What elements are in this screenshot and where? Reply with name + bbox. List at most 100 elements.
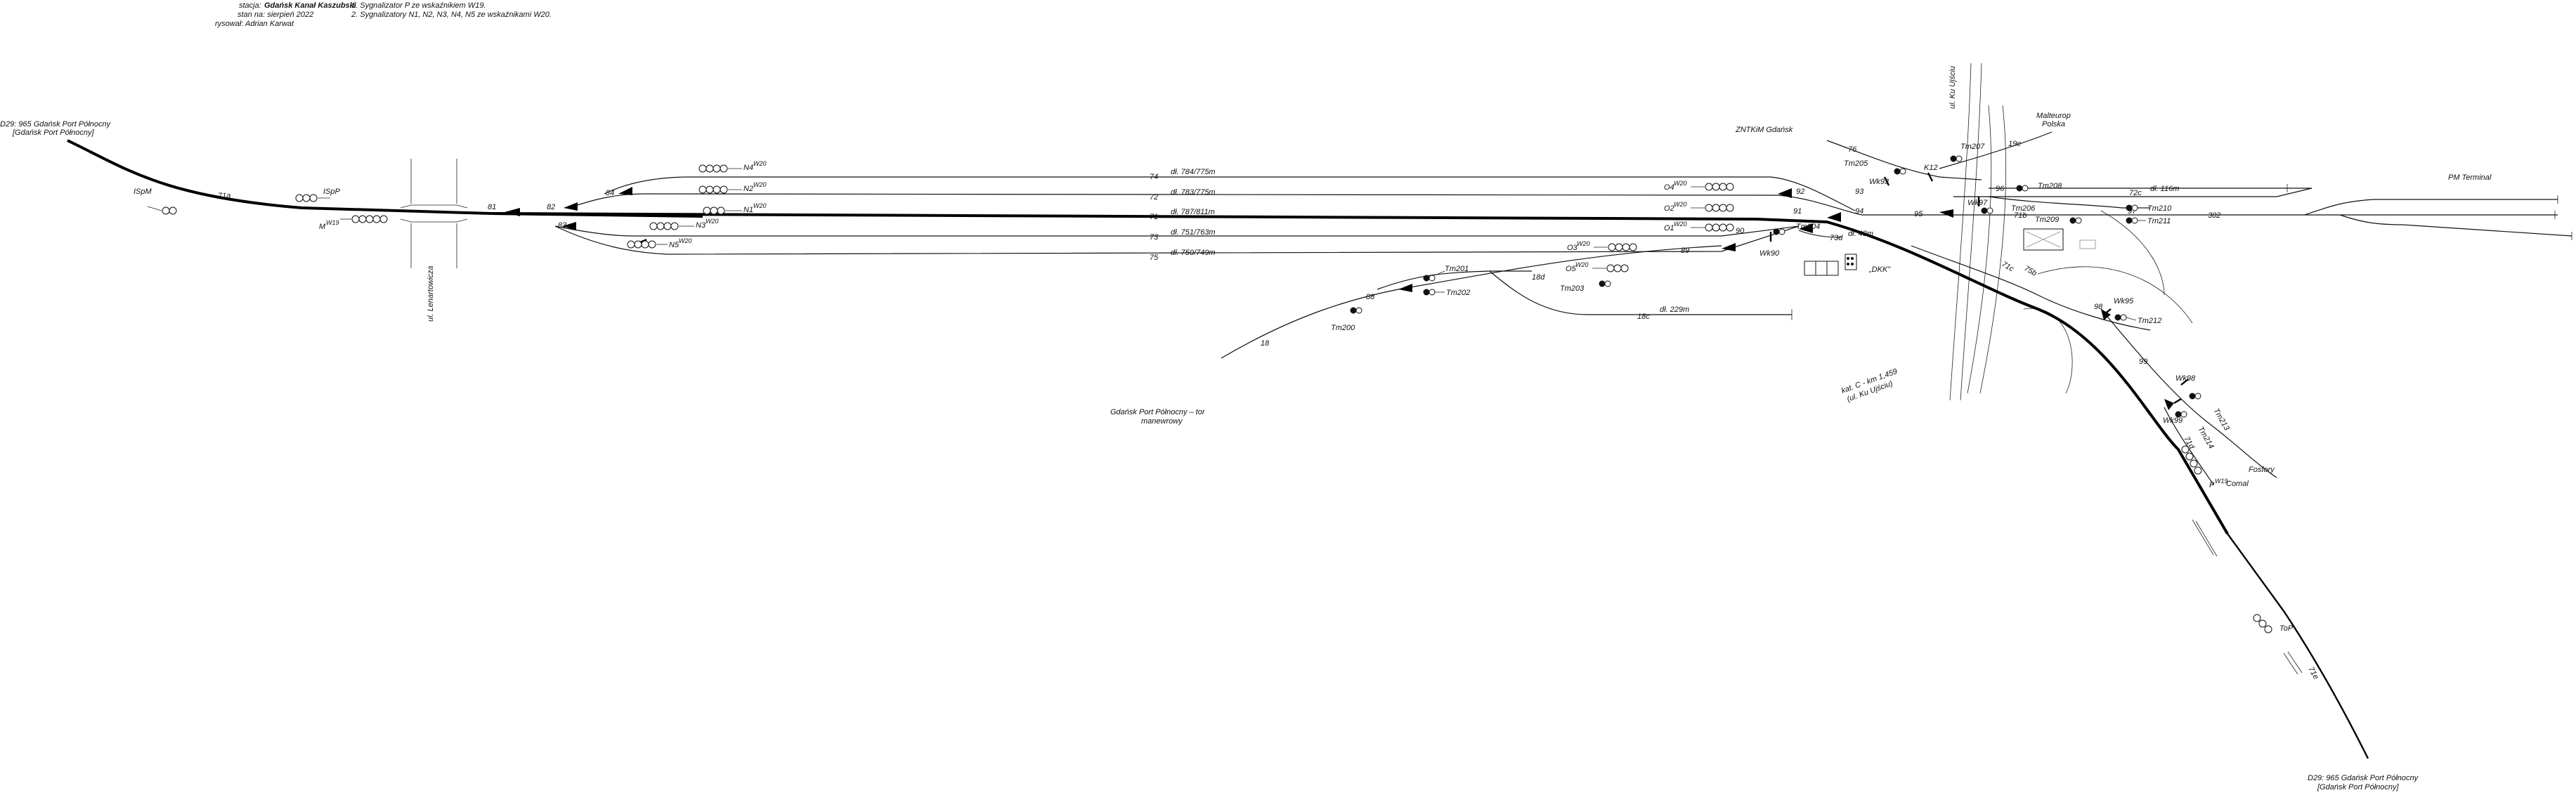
signal-tm211: Tm211 <box>2126 217 2171 225</box>
marker-wk90: Wk90 <box>1759 232 1780 258</box>
road-curve-1 <box>2037 266 2193 324</box>
svg-text:W20: W20 <box>1674 221 1687 228</box>
svg-text:Wk95: Wk95 <box>2114 297 2134 305</box>
label-71a: 71a <box>218 192 230 200</box>
label-18d: 18d <box>1532 273 1545 282</box>
signal-top-label: ToP <box>2279 624 2294 633</box>
svg-text:Tm200: Tm200 <box>1331 324 1355 332</box>
signal-n5: N5 W20 <box>627 237 692 249</box>
switch-98: 98 <box>2094 303 2103 311</box>
note-2: 2. Sygnalizatory N1, N2, N3, N4, N5 ze w… <box>351 11 552 19</box>
svg-text:Tm213: Tm213 <box>2211 407 2231 433</box>
signal-n5-label: N5 <box>669 241 679 249</box>
road-curve-3 <box>2100 210 2165 296</box>
svg-text:W20: W20 <box>1577 240 1590 247</box>
label-71b: 71b <box>2014 211 2027 220</box>
svg-text:Tm211: Tm211 <box>2147 217 2171 225</box>
signal-tm212: Tm212 <box>2114 314 2161 325</box>
label-73d: 73d <box>1830 234 1843 242</box>
signal-tm201: Tm201 <box>1423 265 1469 282</box>
station-name: Gdańsk Kanał Kaszubski <box>264 1 357 10</box>
svg-text:Tm205: Tm205 <box>1844 159 1868 168</box>
track-97 <box>1988 196 2150 209</box>
signal-o5: O5 W20 <box>1566 261 1629 273</box>
track-75 <box>554 225 1800 255</box>
marker-wk97: Wk97 <box>1967 197 1988 207</box>
dkk-building <box>1804 254 1857 276</box>
switch-84: 84 <box>606 189 614 197</box>
svg-text:Tm209: Tm209 <box>2035 216 2059 224</box>
street-ku-ujsciu: ul. Ku Ujściu <box>1949 63 2006 401</box>
label-72c: 72c <box>2129 189 2142 197</box>
length-72: dł. 783/775m <box>1171 188 1216 197</box>
track-pm-south <box>2339 214 2572 237</box>
switch-90: 90 <box>1736 227 1745 235</box>
signal-tm200: Tm200 <box>1331 307 1362 332</box>
signal-n3: N3 W20 <box>649 218 719 230</box>
marker-k12: K12 <box>1924 164 1938 182</box>
label-72: 72 <box>1150 193 1158 202</box>
svg-text:Tm201: Tm201 <box>1445 265 1469 273</box>
switch-95: 95 <box>1914 210 1923 218</box>
signal-o5-label: O5 <box>1566 265 1577 273</box>
length-73: dł. 751/763m <box>1171 228 1216 237</box>
signal-p-label: P <box>2209 481 2215 490</box>
signal-n4-label: N4 <box>743 164 753 172</box>
header: stacja: Gdańsk Kanał Kaszubski stan na: … <box>215 1 552 28</box>
endpoint-top-left-station: [Gdańsk Port Północny] <box>12 129 95 137</box>
signal-m-sup: W19 <box>326 219 339 226</box>
track-pm-terminal <box>2304 199 2558 216</box>
station-label: stacja: <box>239 1 261 10</box>
street-lenartowicza-label: ul. Lenartowicza <box>427 266 435 322</box>
svg-text:Tm212: Tm212 <box>2138 317 2161 325</box>
malteurop-label-2: Polska <box>2042 120 2065 129</box>
switch-labels: 81 82 83 84 88 89 90 91 92 93 94 95 97 9… <box>488 188 2147 366</box>
track-72 <box>568 193 1863 216</box>
label-75: 75 <box>1150 254 1159 262</box>
length-75: dł. 750/749m <box>1171 249 1216 257</box>
switch-99: 99 <box>2139 357 2147 366</box>
svg-text:Tm202: Tm202 <box>1446 289 1470 297</box>
label-71c: 71c <box>2001 260 2016 274</box>
track-18 <box>1221 245 1722 359</box>
pm-terminal-label: PM Terminal <box>2448 173 2492 182</box>
switch-89: 89 <box>1681 247 1689 255</box>
label-76: 76 <box>1848 145 1857 154</box>
signal-n3-label: N3 <box>696 221 706 230</box>
signal-o3-label: O3 <box>1567 244 1578 252</box>
svg-text:Wk99: Wk99 <box>2163 416 2183 425</box>
svg-text:W20: W20 <box>753 181 767 188</box>
label-302: 302 <box>2208 211 2220 220</box>
signal-n1-label: N1 <box>743 206 753 214</box>
signals-o: O4 W20 O2 W20 O1 W20 O3 W20 O5 W20 <box>1566 180 1734 273</box>
track-72c <box>1989 188 2312 197</box>
signal-o1-label: O1 <box>1664 224 1674 232</box>
marker-wk95: Wk95 <box>2103 297 2134 315</box>
track-labels: 74 dł. 784/775m 72 dł. 783/775m 71 dł. 7… <box>218 140 2320 681</box>
label-96: 96 <box>1996 185 2005 193</box>
switch-markers <box>505 187 2174 410</box>
note-1: 1. Sygnalizator P ze wskaźnikiem W19. <box>351 1 486 10</box>
signals-n: N4 W20 N2 W20 N1 W20 N3 W20 N5 W20 <box>627 160 767 249</box>
shunting-track-label-2: manewrowy <box>1141 417 1183 426</box>
signal-tm207: Tm207 <box>1950 143 1985 162</box>
svg-text:W20: W20 <box>753 202 767 209</box>
length-73d: dł. 48m <box>1848 230 1873 238</box>
track-19e <box>1939 131 2053 169</box>
label-75b: 75b <box>2023 264 2038 278</box>
signal-p: P W19 <box>2181 445 2228 490</box>
track-fosfory <box>2100 308 2277 478</box>
main-line-71 <box>491 212 2229 535</box>
track-71e <box>1911 245 2151 331</box>
signal-tm210: Tm210 <box>2126 204 2172 213</box>
signal-o4: O4 W20 <box>1664 180 1734 192</box>
svg-text:Tm204: Tm204 <box>1796 223 1820 231</box>
signal-tm209: Tm209 <box>2035 216 2082 224</box>
label-19e: 19e <box>2008 140 2021 148</box>
marker-wk99: Wk99 <box>2163 398 2183 425</box>
label-74: 74 <box>1150 173 1158 181</box>
svg-text:W20: W20 <box>679 237 692 244</box>
label-73: 73 <box>1150 233 1159 242</box>
switch-91: 91 <box>1793 207 1802 216</box>
svg-text:Wk97: Wk97 <box>1967 199 1988 207</box>
